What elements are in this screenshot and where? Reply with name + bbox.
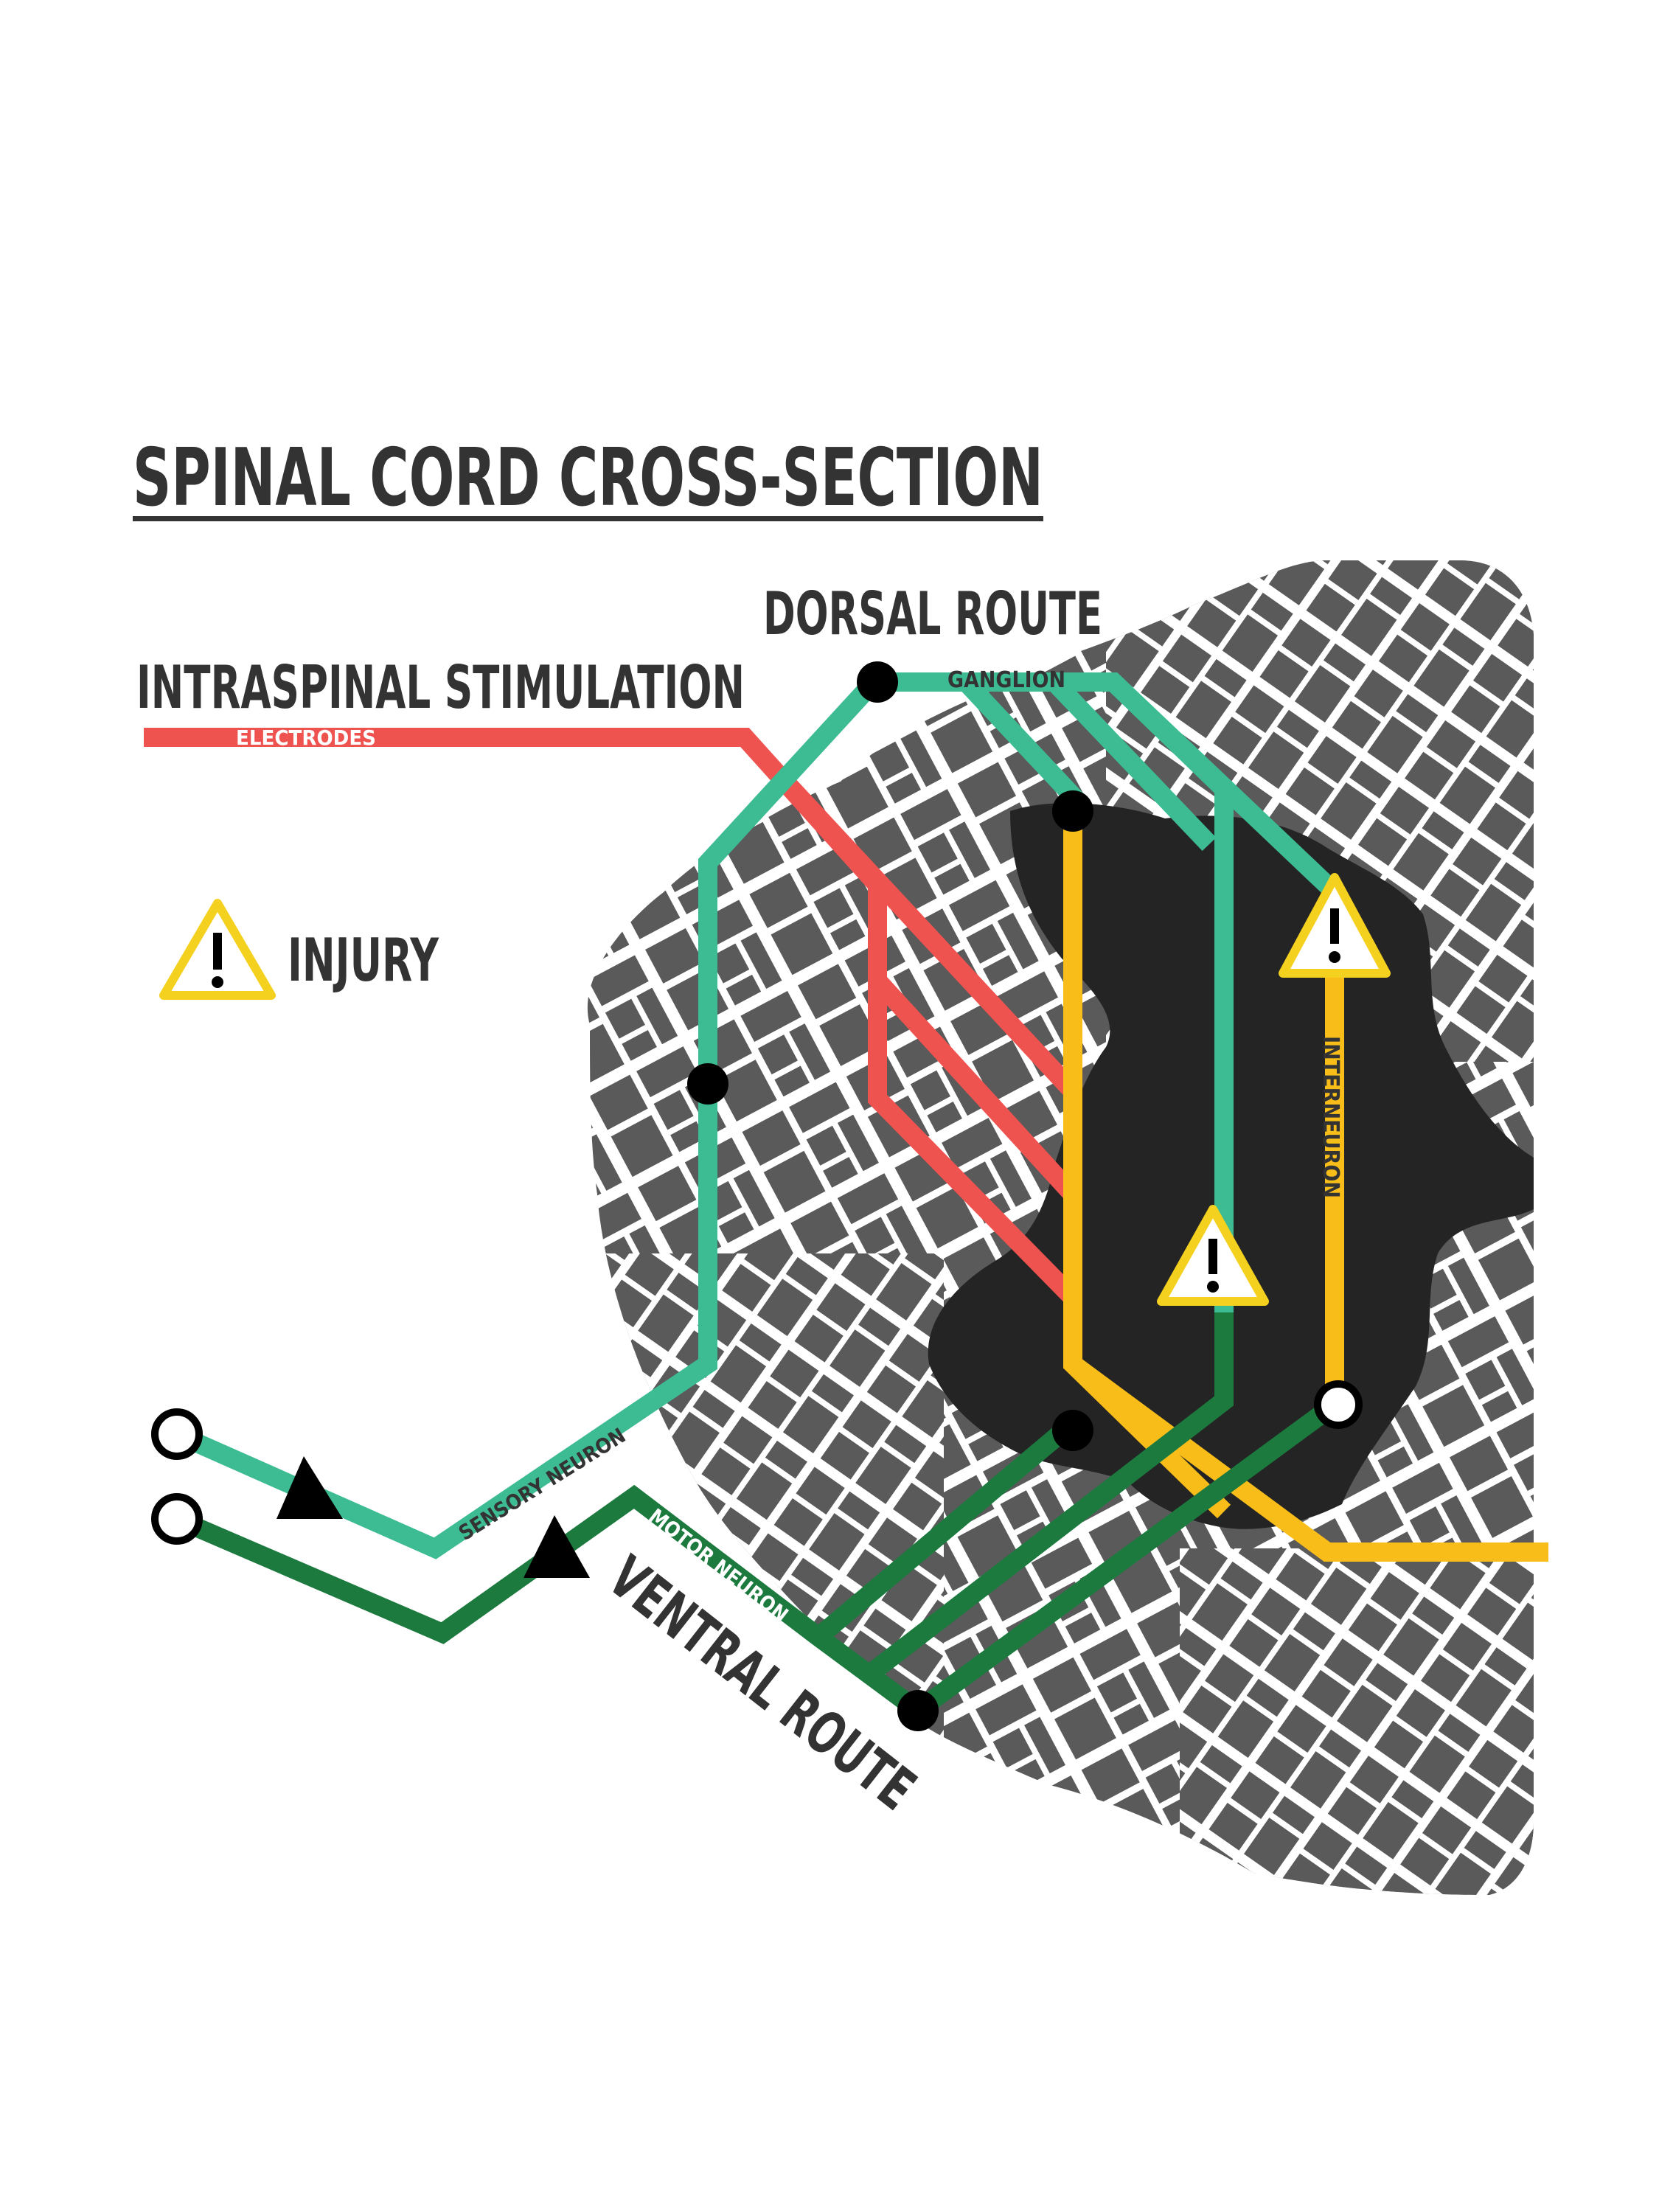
station-nodes	[151, 661, 1363, 1731]
terminal-motor	[151, 1493, 203, 1545]
station-interneuron-top	[1052, 790, 1093, 832]
page-title: SPINAL CORD CROSS-SECTION	[133, 432, 1043, 524]
station-interneuron-open	[1314, 1380, 1363, 1429]
motor-neuron-line	[173, 1312, 1340, 1723]
intraspinal-stimulation-label: INTRASPINAL STIMULATION	[136, 653, 745, 722]
title-underline	[133, 516, 1043, 521]
injury-warning-icon	[1157, 1205, 1269, 1306]
electrodes-line	[144, 728, 1080, 1305]
ganglion-label: GANGLION	[947, 667, 1065, 693]
interneuron-label: INTERNEURON	[1318, 1036, 1343, 1198]
motor-direction-arrow	[524, 1515, 590, 1578]
injury-warning-icon	[1279, 873, 1391, 978]
electrodes-label: ELECTRODES	[236, 726, 376, 750]
terminal-sensory	[151, 1408, 203, 1460]
dorsal-route-label: DORSAL ROUTE	[763, 580, 1102, 648]
station-ventral	[897, 1690, 939, 1731]
interneuron-line	[1063, 811, 1548, 1562]
injury-legend-label: INJURY	[288, 926, 439, 995]
station-dorsal-top	[857, 661, 898, 703]
station-sensory-mid	[687, 1063, 728, 1105]
sensory-neuron-line	[173, 672, 1341, 1559]
legend-warning-icon	[159, 899, 276, 1000]
sensory-direction-arrow	[276, 1456, 343, 1519]
station-interneuron-bottom	[1052, 1410, 1093, 1451]
